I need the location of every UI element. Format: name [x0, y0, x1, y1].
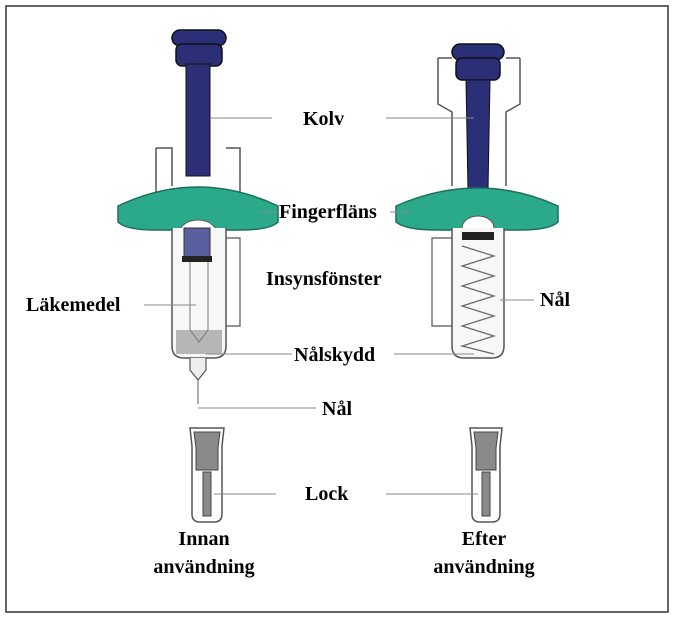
caption-before-line2: användning: [153, 556, 254, 578]
tip-left: [189, 358, 207, 381]
label-medicine: Läkemedel: [26, 294, 121, 316]
stopper-seal-right: [462, 232, 494, 240]
label-viewing-window: Insynsfönster: [266, 268, 382, 290]
barrel-right: [451, 228, 505, 359]
label-finger-flange: Fingerfläns: [279, 201, 377, 223]
inner-cone-left: [189, 262, 209, 343]
label-needle: Nål: [322, 398, 352, 420]
caption-after-line1: Efter: [462, 528, 507, 550]
syringe-before-use: [117, 29, 279, 404]
label-cap: Lock: [305, 483, 349, 505]
leader-lines: [144, 117, 534, 495]
label-needle-guard: Nålskydd: [294, 344, 375, 366]
caption-before-line1: Innan: [178, 528, 229, 550]
finger-flange-left: [117, 186, 279, 231]
syringe-after-use: [395, 43, 559, 359]
finger-flange-right: [395, 187, 559, 231]
window-bracket-left: [226, 237, 241, 327]
plunger-rod-left: [185, 63, 211, 177]
spring-right: [459, 245, 497, 355]
figure-border: [5, 5, 669, 613]
plunger-rod-right: [465, 79, 491, 191]
window-bracket-right: [431, 237, 452, 327]
label-plunger: Kolv: [303, 108, 344, 130]
cap-after-use: [469, 427, 503, 523]
clip-left: [155, 147, 241, 196]
label-needle-right: Nål: [540, 289, 570, 311]
stopper-left: [183, 227, 211, 259]
plunger-head-left: [171, 29, 227, 67]
clip-right: [437, 57, 521, 186]
stopper-seal-left: [182, 256, 212, 262]
cap-before-use: [189, 427, 225, 523]
caption-after-line2: användning: [433, 556, 534, 578]
plunger-head-right: [451, 43, 505, 81]
